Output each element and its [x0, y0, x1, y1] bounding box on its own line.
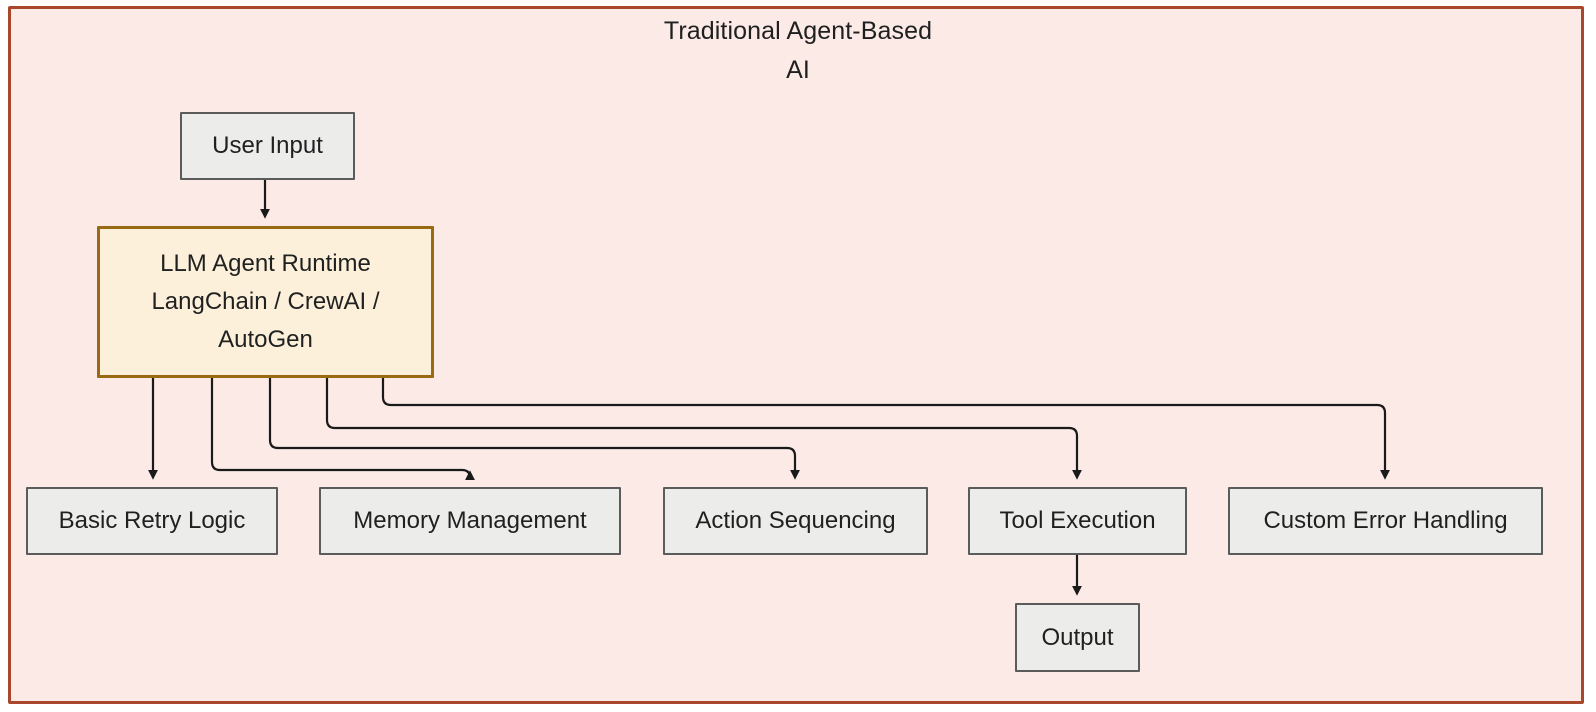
- node-llm-agent-runtime[interactable]: LLM Agent Runtime LangChain / CrewAI / A…: [97, 226, 434, 378]
- node-memory-management-label: Memory Management: [353, 507, 587, 534]
- node-basic-retry-logic-label: Basic Retry Logic: [58, 507, 246, 534]
- node-output-label: Output: [1041, 623, 1114, 651]
- node-action-sequencing-label: Action Sequencing: [695, 507, 896, 534]
- node-user-input[interactable]: User Input: [180, 112, 355, 180]
- node-basic-retry-logic[interactable]: Basic Retry Logic: [26, 487, 278, 555]
- node-custom-error-handling-label: Custom Error Handling: [1263, 507, 1508, 534]
- node-user-input-label: User Input: [212, 132, 323, 159]
- node-action-sequencing[interactable]: Action Sequencing: [663, 487, 928, 555]
- node-memory-management[interactable]: Memory Management: [319, 487, 621, 555]
- diagram-title: Traditional Agent-Based AI: [0, 12, 1596, 90]
- node-tool-execution[interactable]: Tool Execution: [968, 487, 1187, 555]
- diagram-title-line-1: Traditional Agent-Based: [663, 17, 933, 45]
- node-custom-error-handling[interactable]: Custom Error Handling: [1228, 487, 1543, 555]
- node-output[interactable]: Output: [1015, 603, 1140, 672]
- node-llm-agent-runtime-label: LLM Agent Runtime LangChain / CrewAI / A…: [151, 250, 380, 353]
- node-tool-execution-label: Tool Execution: [999, 507, 1156, 534]
- diagram-title-line-2: AI: [786, 56, 810, 84]
